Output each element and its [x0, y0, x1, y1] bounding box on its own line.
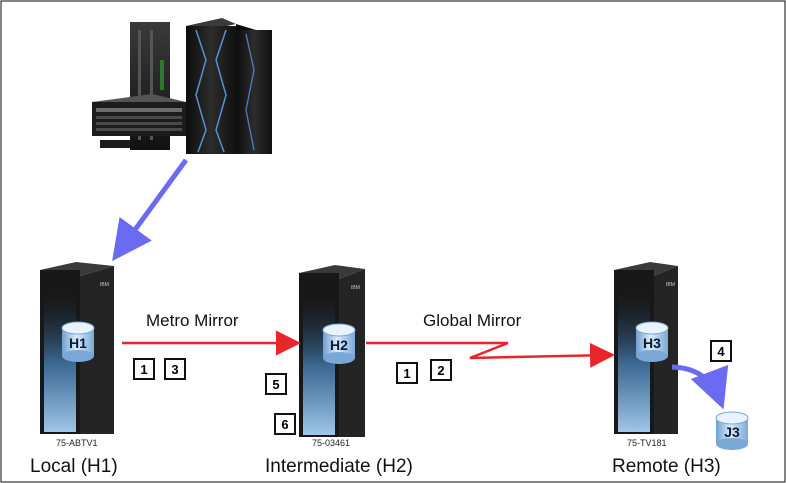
step-badge: 2	[430, 359, 452, 381]
svg-text:IBM: IBM	[666, 282, 675, 288]
local-site-label: Local (H1)	[30, 456, 118, 477]
remote-serial: 75-TV181	[627, 438, 667, 448]
volume-h3-icon: H3	[635, 321, 669, 362]
remote-site-label: Remote (H3)	[612, 456, 721, 477]
volume-j3-icon: J3	[715, 411, 749, 450]
volume-j3-label: J3	[724, 424, 740, 440]
step-badge: 1	[396, 362, 418, 384]
step-badge: 6	[274, 413, 296, 435]
volume-h3-label: H3	[643, 335, 661, 351]
intermediate-site-label: Intermediate (H2)	[265, 456, 413, 477]
host-io-arrow	[112, 158, 189, 262]
volume-h1-icon: H1	[61, 321, 95, 362]
local-serial: 75-ABTV1	[56, 438, 98, 448]
host-servers-icon	[92, 18, 272, 154]
volume-h2-label: H2	[330, 337, 348, 353]
svg-text:IBM: IBM	[351, 285, 360, 291]
local-storage-rack-icon: IBM	[40, 262, 114, 434]
step-badge: 5	[265, 373, 287, 395]
svg-text:IBM: IBM	[100, 282, 109, 288]
global-mirror-label: Global Mirror	[423, 311, 522, 330]
step-badge: 1	[133, 358, 155, 380]
step-badge: 4	[710, 340, 732, 362]
intermediate-serial: 75-03461	[312, 438, 351, 448]
step-badge: 3	[164, 358, 186, 380]
flashcopy-arrow	[671, 364, 729, 410]
global-mirror-arrow	[366, 341, 615, 368]
metro-mirror-label: Metro Mirror	[146, 311, 239, 330]
volume-h2-icon: H2	[322, 323, 356, 364]
volume-h1-label: H1	[69, 335, 87, 351]
